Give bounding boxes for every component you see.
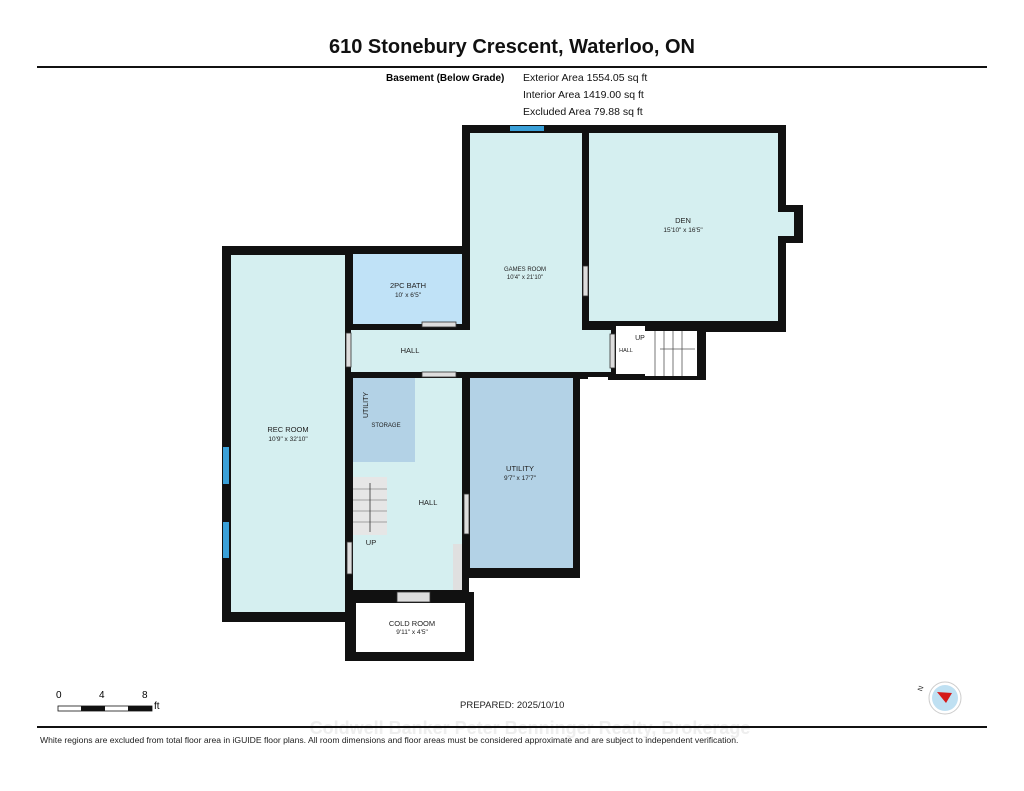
utility-dims: 9'7" x 17'7" bbox=[504, 475, 537, 482]
door[interactable] bbox=[346, 541, 353, 575]
den-label: DEN bbox=[675, 216, 691, 225]
page-title: 610 Stonebury Crescent, Waterloo, ON bbox=[328, 36, 695, 58]
door[interactable] bbox=[421, 371, 457, 378]
scale-tick-0: 0 bbox=[56, 690, 62, 701]
watermark: Coldwell Banker Peter Benninger Realty, … bbox=[309, 718, 751, 738]
footer-disclaimer: White regions are excluded from total fl… bbox=[40, 735, 739, 745]
door[interactable] bbox=[345, 332, 352, 368]
excluded-area: Excluded Area 79.88 sq ft bbox=[523, 106, 643, 118]
scale-bar bbox=[57, 705, 153, 712]
window bbox=[223, 447, 229, 484]
interior-area: Interior Area 1419.00 sq ft bbox=[523, 89, 644, 101]
bath-dims: 10' x 6'5" bbox=[395, 292, 422, 299]
door[interactable] bbox=[396, 591, 431, 603]
games-room-label: GAMES ROOM bbox=[504, 267, 546, 273]
door[interactable] bbox=[582, 265, 589, 297]
stairs-up-right-label: UP bbox=[635, 335, 645, 342]
hall-main-label: HALL bbox=[401, 346, 420, 355]
scale-tick-4: 4 bbox=[99, 690, 105, 701]
scale-tick-8: 8 bbox=[142, 690, 148, 701]
hall-lower-label: HALL bbox=[419, 498, 438, 507]
floor-name: Basement (Below Grade) bbox=[386, 73, 505, 84]
footer-divider bbox=[37, 726, 987, 728]
den-dims: 15'10" x 16'5" bbox=[663, 227, 703, 234]
prepared-date: PREPARED: 2025/10/10 bbox=[460, 700, 565, 711]
stairs-up-left-label: UP bbox=[366, 538, 376, 547]
scale-unit: ft bbox=[154, 701, 160, 712]
utility-room bbox=[470, 378, 573, 568]
north-arrow-icon: N bbox=[917, 681, 962, 715]
stairs-right bbox=[645, 331, 697, 376]
compass-label: N bbox=[917, 685, 925, 692]
door[interactable] bbox=[421, 321, 457, 328]
window bbox=[223, 522, 229, 558]
cold-room-dims: 9'11" x 4'5" bbox=[396, 629, 428, 636]
rec-room-dims: 10'9" x 32'10" bbox=[268, 436, 308, 443]
games-room-dims: 10'4" x 21'10" bbox=[507, 275, 543, 281]
bath bbox=[353, 254, 462, 324]
hall-main bbox=[351, 330, 611, 372]
den bbox=[589, 133, 778, 321]
window bbox=[510, 126, 544, 131]
rec-room bbox=[231, 255, 345, 612]
cold-room bbox=[356, 603, 465, 652]
bath-label: 2PC BATH bbox=[390, 281, 426, 290]
header-divider bbox=[37, 66, 987, 68]
utility-label: UTILITY bbox=[506, 464, 534, 473]
utility-storage-label: UTILITY bbox=[363, 392, 370, 418]
hall-small-label: HALL bbox=[619, 348, 633, 354]
storage-label: STORAGE bbox=[371, 423, 400, 429]
hall-small bbox=[616, 326, 645, 374]
door[interactable] bbox=[609, 333, 616, 369]
cold-room-label: COLD ROOM bbox=[389, 619, 435, 628]
door[interactable] bbox=[463, 493, 470, 535]
rec-room-label: REC ROOM bbox=[267, 425, 308, 434]
exterior-area: Exterior Area 1554.05 sq ft bbox=[523, 72, 648, 84]
